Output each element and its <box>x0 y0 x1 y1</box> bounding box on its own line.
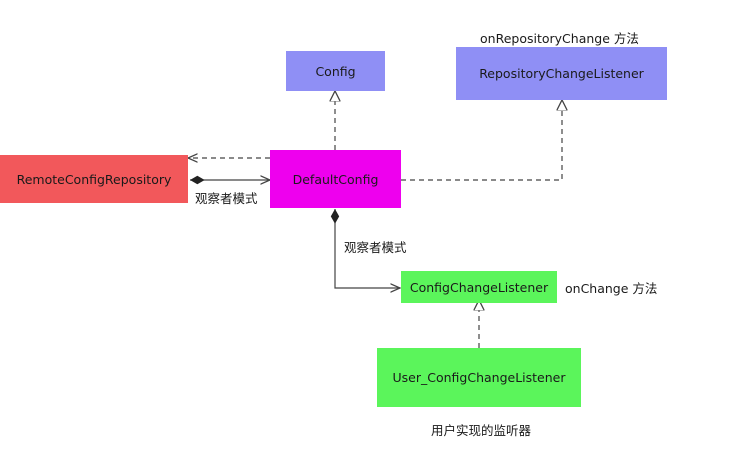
default-config-node: DefaultConfig <box>270 150 401 208</box>
observer-pattern-note-2: 观察者模式 <box>344 240 407 255</box>
observer-pattern-note-1: 观察者模式 <box>195 191 258 206</box>
on-change-note: onChange 方法 <box>565 281 658 296</box>
config-node-label: Config <box>315 63 356 79</box>
config-change-listener-node: ConfigChangeListener <box>401 271 557 303</box>
config-change-listener-label: ConfigChangeListener <box>409 279 549 295</box>
remote-config-repository-node: RemoteConfigRepository <box>0 155 188 203</box>
repository-change-listener-label: RepositoryChangeListener <box>479 66 644 81</box>
user-implemented-listener-note: 用户实现的监听器 <box>431 423 532 438</box>
user-config-change-listener-node: User_ConfigChangeListener <box>377 348 581 407</box>
default-config-label: DefaultConfig <box>292 171 379 187</box>
user-config-change-listener-label: User_ConfigChangeListener <box>392 370 566 385</box>
config-node: Config <box>286 51 385 91</box>
edge-default-to-repository-listener <box>401 101 562 181</box>
on-repository-change-note: onRepositoryChange 方法 <box>480 31 639 46</box>
remote-config-repository-label: RemoteConfigRepository <box>16 171 172 187</box>
repository-change-listener-node: RepositoryChangeListener <box>456 47 667 100</box>
